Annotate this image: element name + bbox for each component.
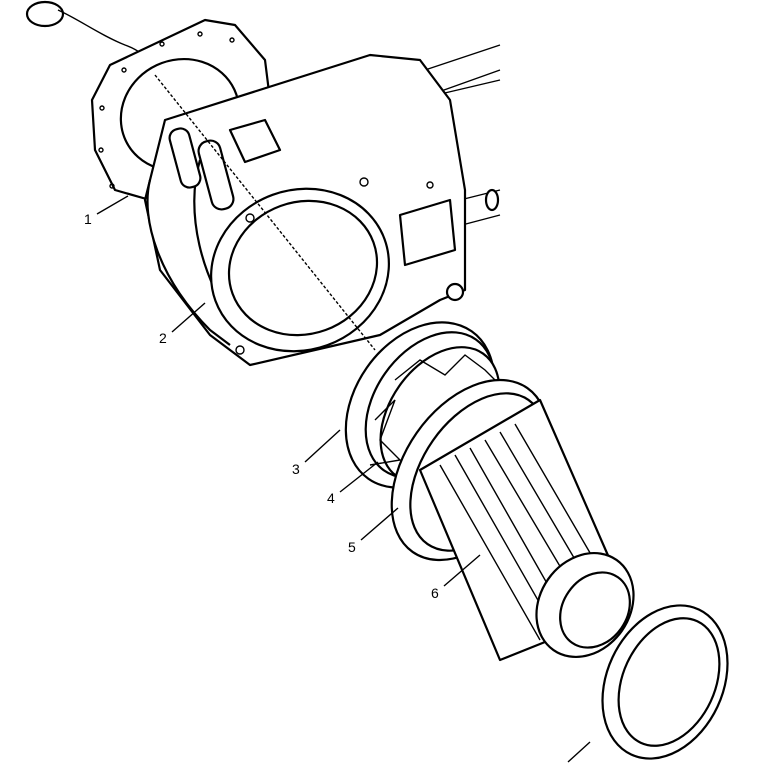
seal-ring (601, 604, 729, 760)
callout-1: 1 (84, 211, 92, 227)
leader-lines (96, 195, 591, 763)
part-2-housing (143, 53, 467, 367)
part-6-splined-shaft (418, 398, 635, 662)
callout-2: 2 (159, 330, 167, 346)
callout-6: 6 (431, 585, 439, 601)
callout-5: 5 (348, 539, 356, 555)
callout-3: 3 (292, 461, 300, 477)
callout-4: 4 (327, 490, 335, 506)
